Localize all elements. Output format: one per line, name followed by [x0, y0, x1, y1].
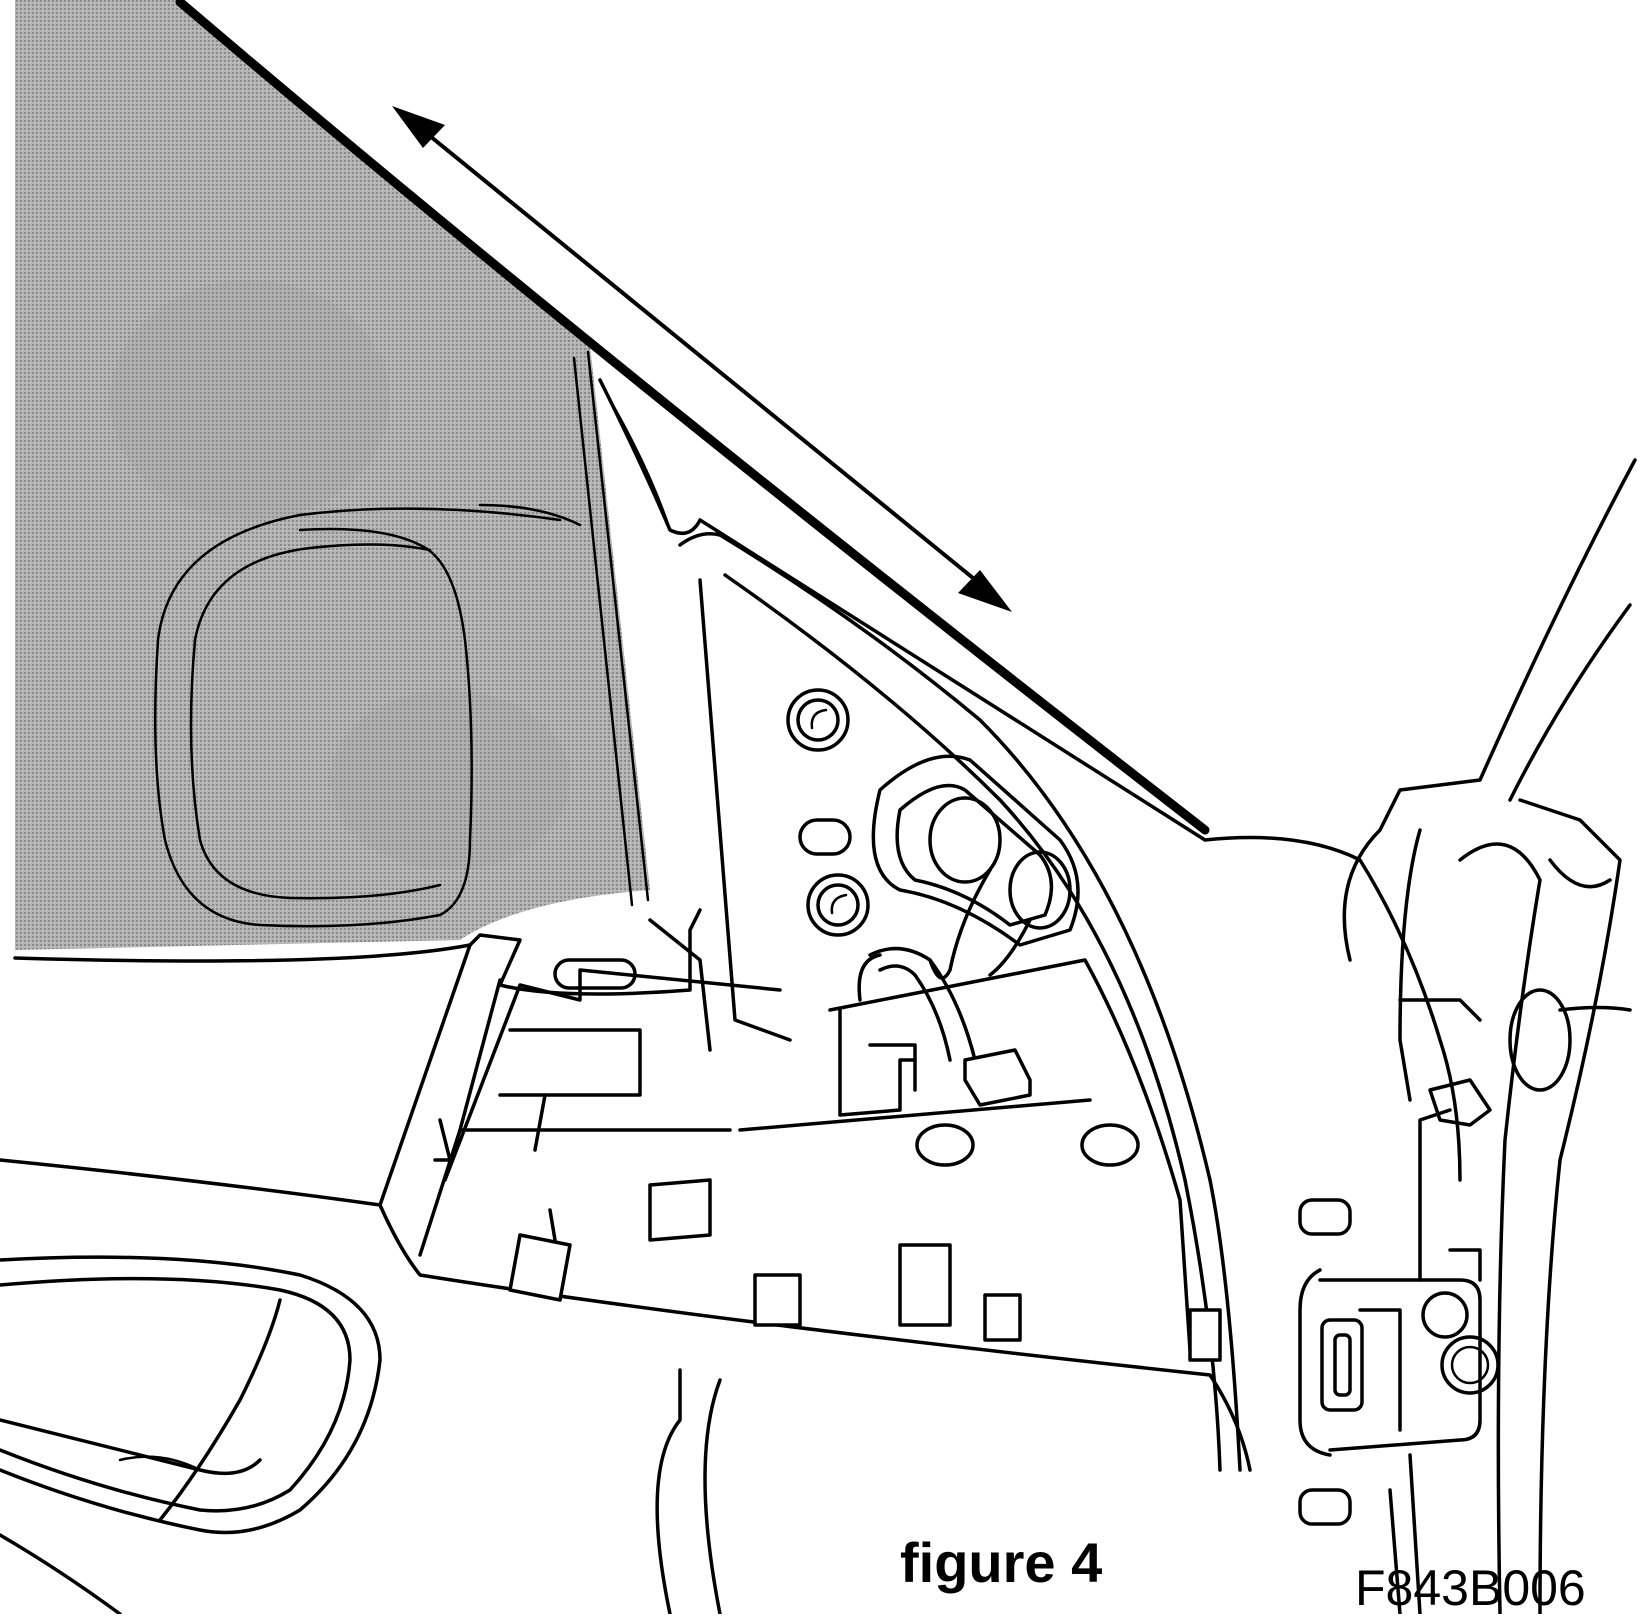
glass-bottom-edge — [13, 943, 472, 963]
screw-hole-lower — [806, 873, 870, 937]
hinge-bolt-upper — [1421, 1291, 1469, 1339]
wiring-connector-assembly — [857, 754, 1080, 1107]
figure-caption: figure 4 — [900, 1531, 1102, 1594]
screw-hole-upper — [786, 688, 850, 752]
mirror-base-block — [738, 958, 1192, 1352]
clip-slot — [553, 958, 637, 990]
figure-id-code: F843B006 — [1355, 1560, 1586, 1614]
hinge-bolt-lower — [1440, 1335, 1500, 1395]
hinge-bracket — [1298, 1078, 1500, 1616]
slide-direction-arrow — [392, 106, 1012, 612]
door-handle-recess — [0, 1255, 382, 1616]
window-glass-panel — [15, 0, 650, 950]
door-pillar — [1342, 458, 1637, 1616]
oval-hole-right — [1080, 1123, 1140, 1167]
mount-slot — [798, 818, 852, 856]
glass-vertical-edge — [586, 350, 650, 902]
window-frame-edge — [175, 0, 1210, 835]
door-trim-panel — [0, 908, 1252, 1616]
mirror-reflection-outline — [153, 503, 582, 928]
hinge-plug — [1508, 988, 1572, 1092]
oval-hole-left — [915, 1123, 975, 1167]
